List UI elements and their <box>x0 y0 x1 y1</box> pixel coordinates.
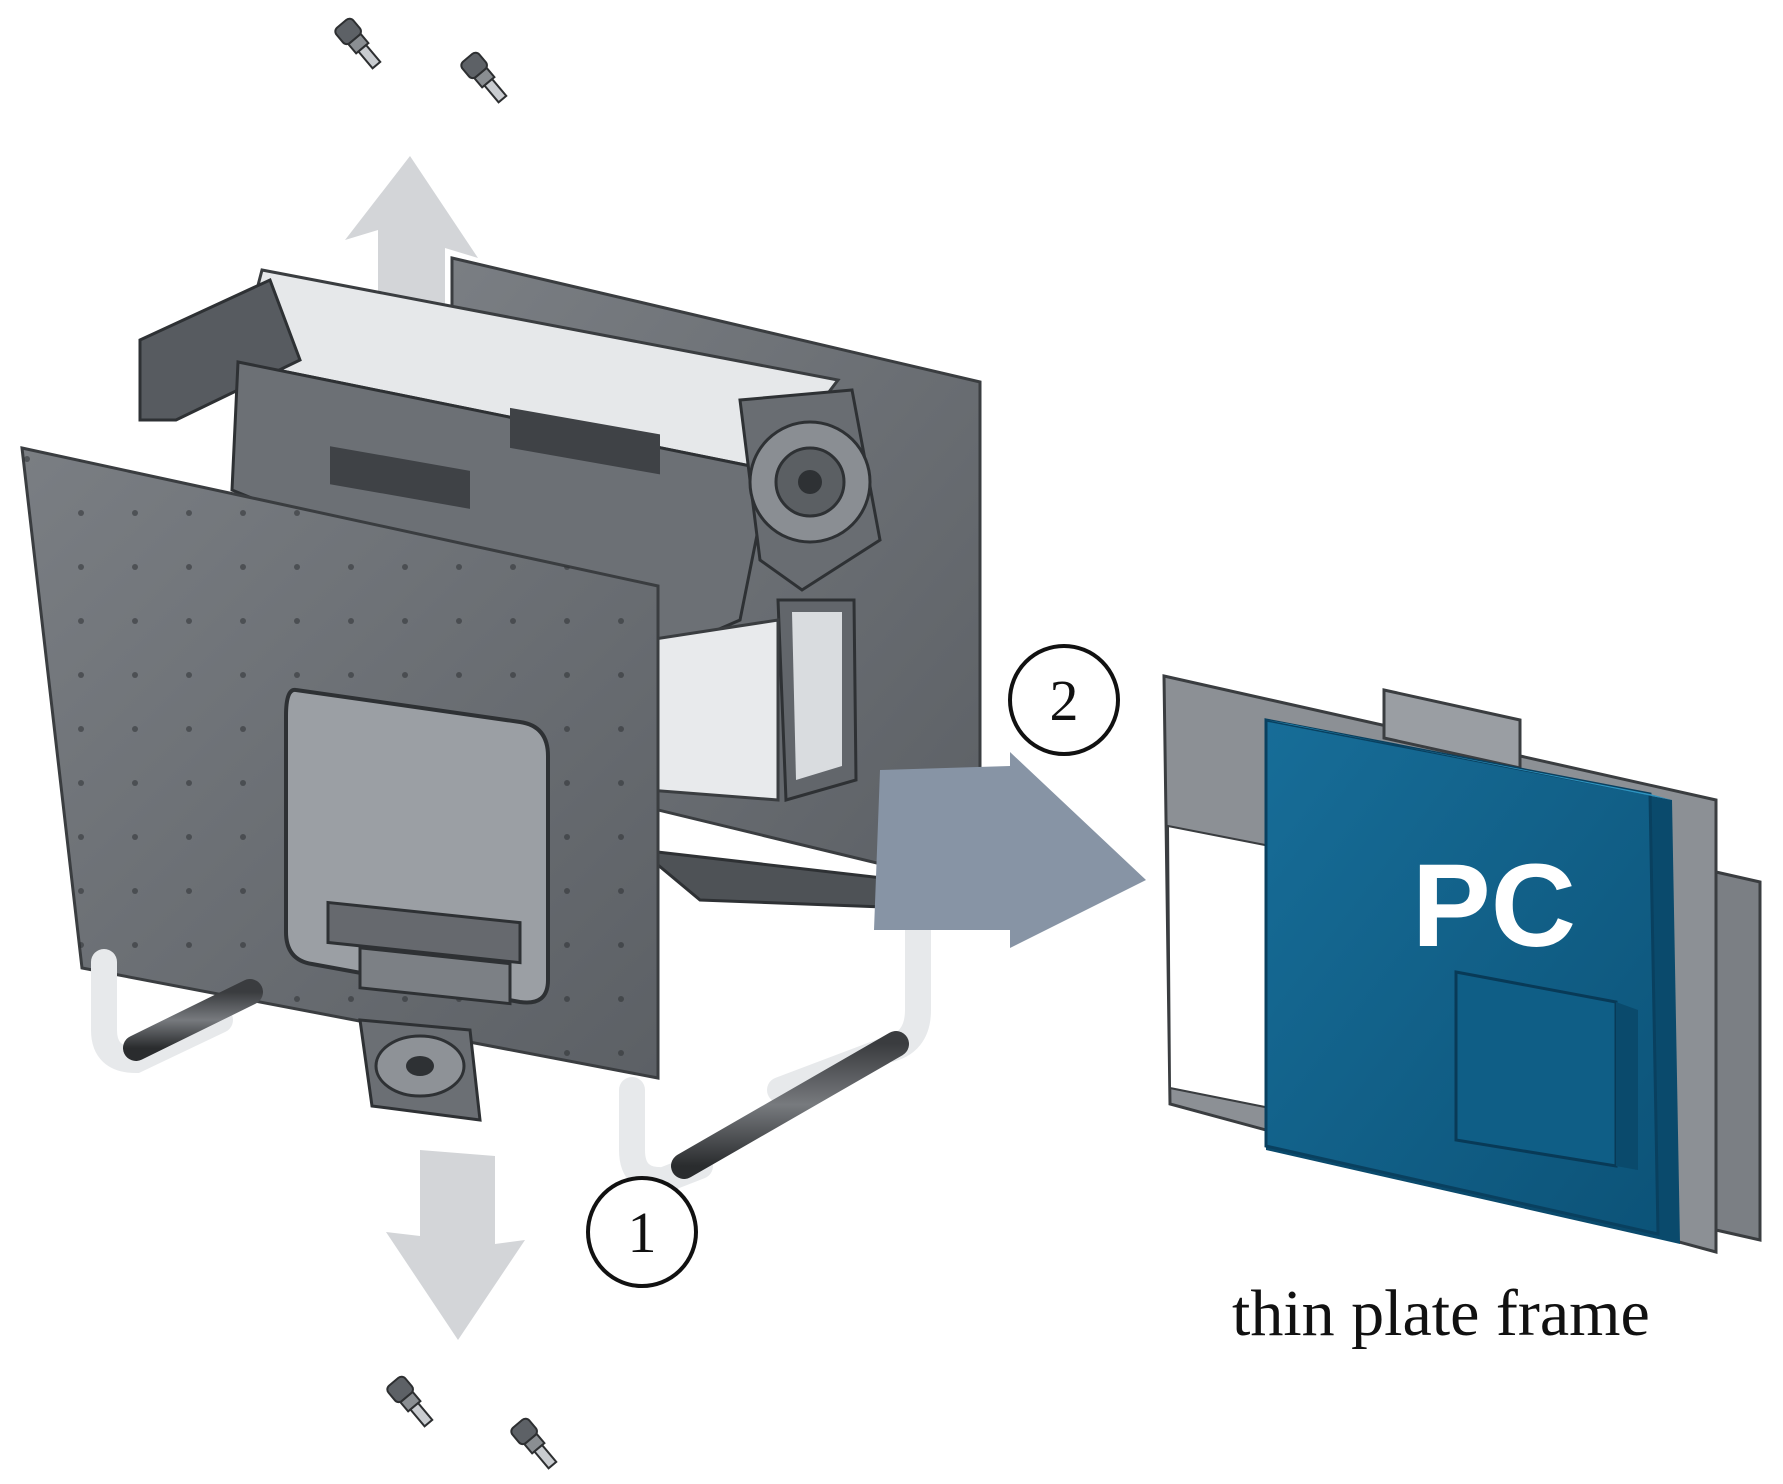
inner-clamp <box>326 900 522 965</box>
crossbar-front <box>123 979 263 1061</box>
bolt-top-left <box>332 15 386 74</box>
upper-slot-2 <box>330 446 470 509</box>
inner-white-block <box>646 618 780 802</box>
bolt-bottom-right <box>508 1415 562 1474</box>
thin-plate-window <box>1166 824 1271 1110</box>
step-1-label: 1 <box>628 1200 657 1265</box>
bolt-top-right <box>458 49 512 108</box>
step-2-marker: 2 <box>1008 644 1120 756</box>
leg-middle <box>619 1077 713 1194</box>
thin-plate-frame-caption: thin plate frame <box>1232 1277 1650 1350</box>
thin-plate-side-rail <box>1714 870 1762 1242</box>
step-2-label: 2 <box>1050 668 1079 733</box>
pc-connector-box <box>1454 970 1618 1168</box>
bolt-bottom-left <box>384 1373 438 1432</box>
pc-module-label: PC <box>1412 840 1576 972</box>
upper-slot-1 <box>510 407 660 475</box>
right-arrow <box>874 752 1146 948</box>
down-arrow <box>386 1150 525 1340</box>
step-1-marker: 1 <box>586 1176 698 1288</box>
crossbar-rear <box>671 1031 909 1179</box>
